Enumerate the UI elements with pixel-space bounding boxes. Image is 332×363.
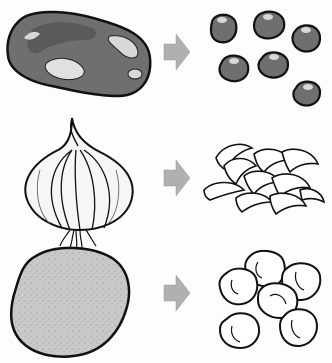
- whole-onion-icon: [25, 118, 132, 250]
- meat-piece: [293, 82, 320, 106]
- diced-potato-cubes-icon: [219, 251, 320, 348]
- onion-slices-icon: [204, 144, 324, 214]
- meat-piece: [259, 52, 288, 77]
- onion-slice: [282, 149, 318, 172]
- right-arrow-icon: [164, 160, 190, 196]
- right-arrow-icon: [164, 275, 190, 311]
- whole-potato-icon: [11, 248, 129, 357]
- row-potato: [11, 248, 320, 357]
- diced-meat-pieces-icon: [211, 12, 320, 106]
- potato-cube: [219, 269, 257, 305]
- right-arrow-icon: [164, 34, 190, 70]
- row-onion: [25, 118, 324, 250]
- meat-piece: [220, 56, 249, 82]
- meat-piece: [211, 15, 236, 43]
- row-meat: [7, 12, 320, 106]
- potato-cube: [280, 309, 317, 346]
- meat-piece: [254, 12, 284, 39]
- meat-chunk-icon: [7, 12, 150, 96]
- onion-slice: [236, 193, 272, 212]
- potato-cube: [220, 313, 259, 348]
- meat-piece: [293, 25, 320, 51]
